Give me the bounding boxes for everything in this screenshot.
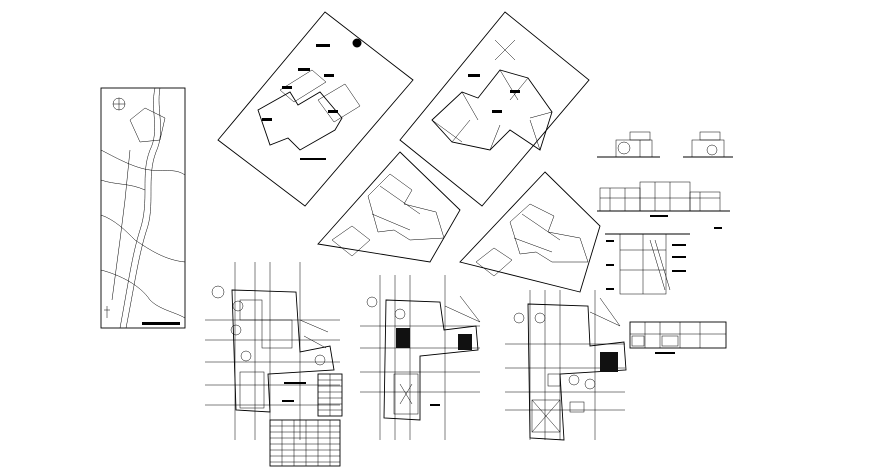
north-dot-icon	[352, 38, 362, 48]
map-scale-bar	[142, 322, 180, 325]
elevation-small-1	[597, 131, 660, 158]
site-plan-2	[459, 171, 601, 293]
long-section	[597, 181, 730, 229]
roof-plan-2	[399, 11, 590, 207]
floor-plan-ground	[205, 262, 340, 440]
site-parcel	[129, 107, 166, 143]
cross-icon	[104, 306, 110, 318]
location-map	[100, 87, 186, 329]
site-plan-1-boundary	[317, 151, 461, 263]
scale-bar	[300, 158, 326, 160]
site-plan-1	[317, 151, 461, 263]
roof-plan-2-boundary	[399, 11, 590, 207]
elevation-band	[629, 321, 727, 354]
site-plan-2-boundary	[459, 171, 601, 293]
detail-section	[605, 233, 690, 295]
elevation-small-2	[683, 131, 733, 158]
schedule-table	[269, 373, 343, 467]
floor-plan-first	[360, 275, 481, 440]
roof-plan-1-boundary	[217, 11, 414, 207]
location-map-frame	[100, 87, 186, 329]
floor-plan-second	[505, 290, 627, 441]
roof-plan-1	[217, 11, 414, 207]
road-line	[119, 87, 156, 329]
